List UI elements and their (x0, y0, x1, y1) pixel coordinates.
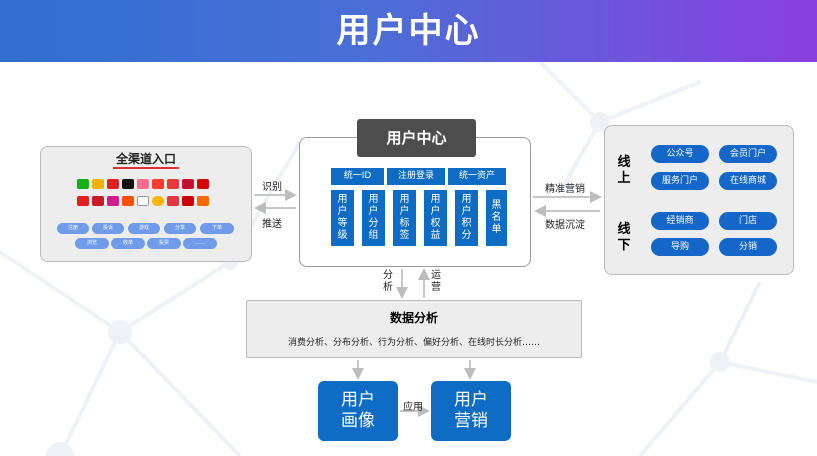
analysis-label: 分析 (383, 270, 393, 293)
title-underline (113, 167, 179, 169)
apply-label: 应用 (403, 402, 423, 413)
blacklist-label: 黑名单 (491, 200, 502, 235)
network-background (0, 62, 817, 456)
pill-game: 游戏 (128, 223, 160, 234)
store-item: 门店 (719, 212, 777, 230)
data-analysis-title: 数据分析 (389, 311, 438, 325)
user-portrait-label: 用户画像 (341, 390, 375, 431)
red-app-icon (92, 196, 104, 206)
tiktok-icon (122, 179, 134, 189)
offline-label: 线下 (617, 222, 631, 253)
pill-more: ...... (183, 238, 217, 249)
shop-icon (167, 196, 179, 206)
precision-marketing-label: 精准营销 (545, 184, 585, 195)
channel-entry-title: 全渠道入口 (115, 152, 176, 166)
user-group-label: 用户分组 (368, 194, 379, 241)
store-icon (152, 179, 164, 189)
red-icon (182, 179, 194, 189)
guide-item: 导购 (651, 238, 709, 256)
pill-share: 分享 (164, 223, 196, 234)
user-points-box: 用户积分 (455, 190, 478, 246)
user-rights-label: 用户权益 (430, 194, 441, 241)
blacklist-box: 黑名单 (486, 190, 507, 246)
dealer-item: 经销商 (651, 212, 709, 230)
page-title: 用户中心 (336, 11, 481, 51)
pill-register: 注册 (57, 223, 89, 234)
data-analysis-desc: 消费分析、分布分析、行为分析、偏好分析、在线时长分析…… (287, 338, 540, 348)
member-portal-item: 会员门户 (719, 145, 777, 163)
unified-asset-box: 统一资产 (448, 168, 506, 185)
user-level-label: 用户等级 (337, 194, 348, 241)
unified-id-box: 统一ID (331, 168, 384, 185)
user-points-label: 用户积分 (461, 194, 472, 241)
music-icon (77, 196, 89, 206)
pill-browse: 浏览 (75, 238, 109, 249)
user-rights-box: 用户权益 (424, 190, 447, 246)
service-portal-item: 服务门户 (651, 172, 709, 190)
register-login-box: 注册登录 (387, 168, 445, 185)
online-mall-item: 在线商城 (719, 172, 777, 190)
user-marketing-box: 用户营销 (431, 381, 511, 441)
smile-icon (152, 196, 164, 206)
user-center-title: 用户中心 (357, 119, 476, 157)
user-group-box: 用户分组 (362, 190, 385, 246)
weibo-icon (92, 179, 104, 189)
user-level-box: 用户等级 (331, 190, 354, 246)
distribution-item: 分销 (719, 238, 777, 256)
chat-icon (107, 179, 119, 189)
brand-icon (197, 179, 209, 189)
app-icon (137, 179, 149, 189)
official-account-item: 公众号 (651, 145, 709, 163)
user-tag-box: 用户标签 (393, 190, 416, 246)
push-label: 推送 (262, 219, 282, 230)
data-analysis-panel (246, 300, 582, 358)
amazon-icon (137, 196, 149, 206)
wechat-icon (77, 179, 89, 189)
store-2-icon (197, 196, 209, 206)
taobao-icon (122, 196, 134, 206)
user-marketing-label: 用户营销 (454, 390, 488, 431)
pill-collect: 收单 (111, 238, 145, 249)
online-label: 线上 (617, 155, 631, 186)
mall-icon (167, 179, 179, 189)
pill-complaint: 投诉 (92, 223, 124, 234)
user-tag-label: 用户标签 (399, 194, 410, 241)
operation-label: 运营 (431, 270, 441, 293)
red-shop-icon (182, 196, 194, 206)
pill-vote: 投票 (147, 238, 181, 249)
user-portrait-box: 用户画像 (318, 381, 398, 441)
identify-label: 识别 (262, 182, 282, 193)
photo-icon (107, 196, 119, 206)
header-banner (0, 0, 817, 62)
data-settle-label: 数据沉淀 (545, 220, 585, 231)
pill-order: 下单 (200, 223, 234, 234)
